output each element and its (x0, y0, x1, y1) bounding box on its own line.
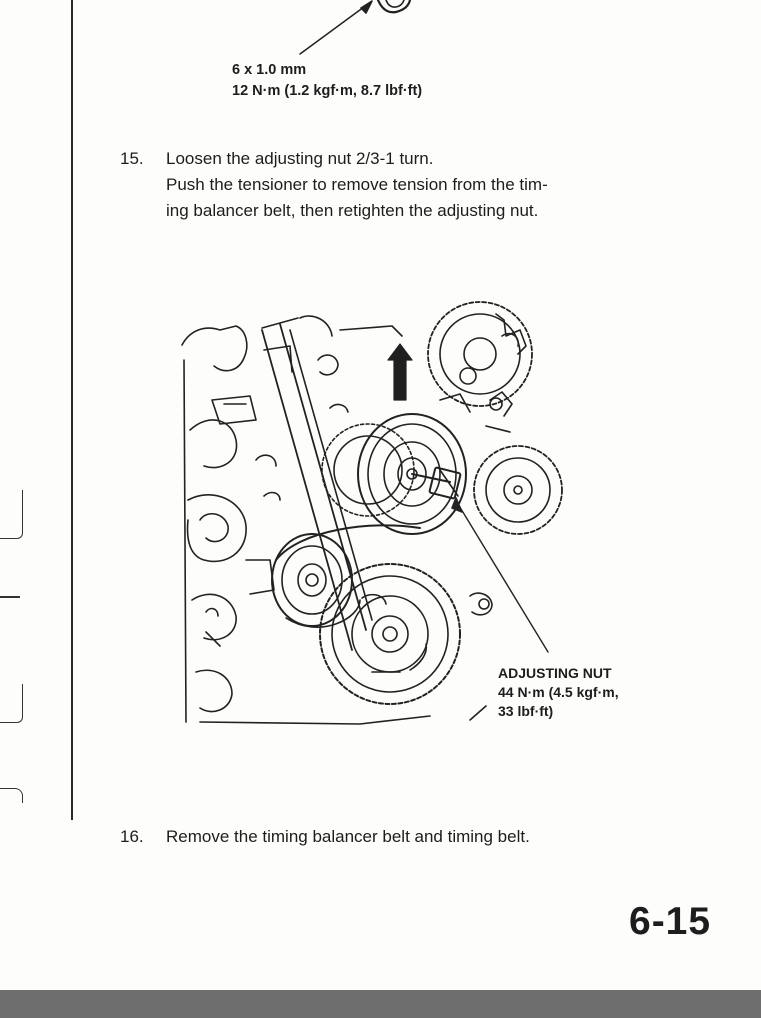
margin-tab-mark (0, 684, 23, 723)
callout-title: ADJUSTING NUT (498, 665, 612, 681)
balancer-belt (271, 524, 421, 628)
engine-block-outline (181, 315, 487, 725)
margin-tick-mark (0, 596, 20, 598)
bottom-bar (0, 990, 761, 1018)
step-line: Remove the timing balancer belt and timi… (166, 827, 530, 846)
adjusting-nut-drawing (411, 466, 462, 500)
bolt-drawing (299, 0, 412, 55)
callout-torque-cont: 33 lbf·ft) (498, 703, 554, 719)
step-text: Remove the timing balancer belt and timi… (166, 824, 530, 850)
step-line: Push the tensioner to remove tension fro… (166, 175, 548, 194)
adjusting-nut-callout: ADJUSTING NUT 44 N·m (4.5 kgf·m, 33 lbf·… (498, 664, 619, 721)
step-15: 15. Loosen the adjusting nut 2/3-1 turn.… (120, 146, 720, 226)
margin-tab-mark (0, 490, 23, 539)
step-number: 16. (120, 827, 144, 846)
margin-corner-mark (0, 788, 23, 803)
bolt-size: 6 x 1.0 mm (232, 62, 307, 78)
margin-rule (71, 0, 73, 820)
mounting-hardware (263, 313, 527, 616)
bolt-torque-spec: 6 x 1.0 mm 12 N·m (1.2 kgf·m, 8.7 lbf·ft… (232, 60, 422, 102)
bolt-torque: 12 N·m (1.2 kgf·m, 8.7 lbf·ft) (232, 83, 423, 99)
step-line: Loosen the adjusting nut 2/3-1 turn. (166, 149, 434, 168)
push-direction-arrow (387, 343, 413, 401)
step-16: 16. Remove the timing balancer belt and … (120, 824, 720, 854)
crankshaft-pulley (319, 563, 461, 705)
camshaft-pulley (427, 301, 533, 407)
page-number: 6-15 (629, 900, 712, 943)
idler-pulley-left (321, 423, 415, 517)
balancer-pulley-right (473, 445, 563, 535)
step-line: ing balancer belt, then retighten the ad… (166, 201, 539, 220)
step-number: 15. (120, 149, 144, 168)
timing-belt (261, 323, 373, 651)
callout-torque: 44 N·m (4.5 kgf·m, (498, 684, 619, 700)
step-text: Loosen the adjusting nut 2/3-1 turn. Pus… (166, 146, 548, 224)
callout-leader (451, 497, 549, 653)
